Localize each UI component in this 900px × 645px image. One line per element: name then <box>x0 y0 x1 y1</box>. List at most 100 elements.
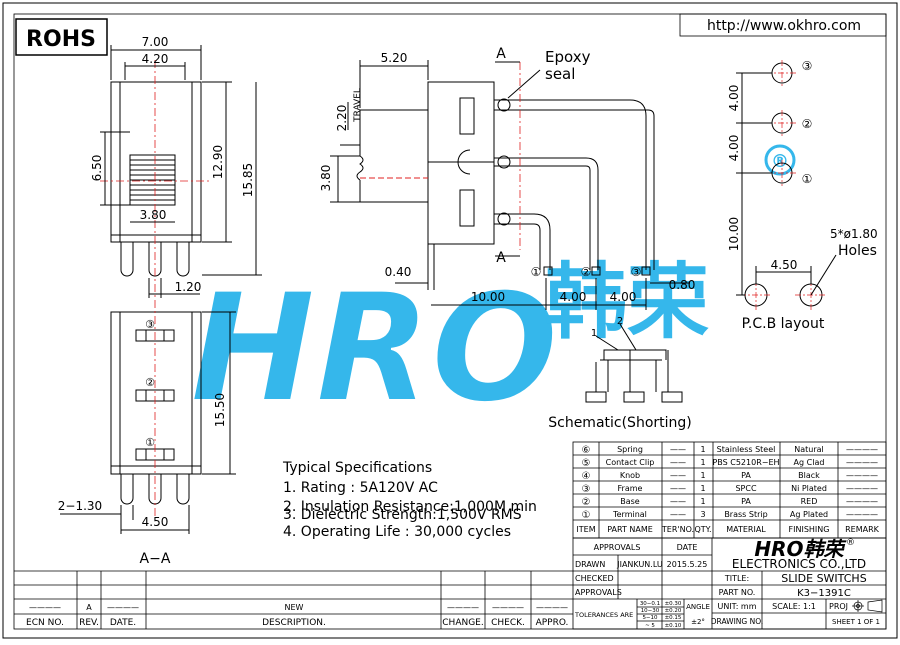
watermark-registered: ® <box>771 151 789 172</box>
pcb-hole2-label: ② <box>802 117 813 131</box>
bom-material: Brass Strip <box>724 510 767 519</box>
bom-qty: 1 <box>700 471 705 480</box>
bom-name: Knob <box>620 471 640 480</box>
tb-angle: ANGLE <box>686 603 710 611</box>
bom-qty: 1 <box>700 497 705 506</box>
bom-name: Base <box>620 497 640 506</box>
tb-approvals: APPROVALS <box>594 543 641 552</box>
side-dim-080: 0.80 <box>669 278 696 292</box>
watermark: HRO 韩荣 ® <box>189 144 796 437</box>
tb-approvals2: APPROVALS <box>575 588 622 597</box>
rev-header-rev: REV. <box>79 618 99 628</box>
side-dim-400a: 4.00 <box>560 290 587 304</box>
side-dim-520: 5.20 <box>381 51 408 65</box>
bom-remark: ———— <box>846 471 878 480</box>
side-actuator <box>359 109 428 203</box>
bom-remark: ———— <box>846 510 878 519</box>
registered-icon <box>764 144 796 176</box>
rev-row-dash5: ———— <box>536 603 568 612</box>
tb-date: DATE <box>677 543 698 552</box>
tb-tol-r2a: 10−30 <box>641 608 660 614</box>
side-pin2-label: ② <box>581 265 592 279</box>
website-box <box>679 13 887 37</box>
rev-row-desc: NEW <box>285 603 304 612</box>
tb-proj: PROJ <box>829 602 848 611</box>
bom-material: PA <box>741 471 751 480</box>
front-dim-420: 4.20 <box>142 52 169 66</box>
side-dim-380: 3.80 <box>319 165 333 192</box>
rohs-label: ROHS <box>26 27 96 52</box>
front-dim-1585: 15.85 <box>241 163 255 197</box>
bom-finish: RED <box>801 497 818 506</box>
tb-drawn: DRAWN <box>575 560 605 569</box>
side-travel-label: TRAVEL <box>353 88 363 123</box>
front-dim-380: 3.80 <box>140 208 167 222</box>
revision-block-grid <box>14 570 573 629</box>
tb-part-no: K3−1391C <box>797 588 851 599</box>
section-view <box>60 300 236 534</box>
bom-table <box>572 441 887 539</box>
bom-header-qty: QTY. <box>695 525 712 534</box>
website-url: http://www.okhro.com <box>707 18 861 34</box>
inner-frame <box>13 13 887 630</box>
bom-qty: 3 <box>700 510 705 519</box>
front-dim-650: 6.50 <box>90 155 104 182</box>
tb-drawn-date: 2015.5.25 <box>667 560 708 569</box>
bom-finish: Natural <box>794 445 824 454</box>
section-dim-1550: 15.50 <box>213 393 227 427</box>
bom-header-item: ITEM <box>576 525 595 534</box>
bom-ter: —— <box>670 484 686 493</box>
rev-header-date: DATE. <box>110 618 136 628</box>
section-label-3: ③ <box>145 318 155 331</box>
pcb-hole3-label: ③ <box>802 59 813 73</box>
rev-header-change: CHANGE. <box>442 618 483 628</box>
section-a-top: A <box>496 46 506 62</box>
tb-unit: UNIT: mm <box>717 602 756 611</box>
section-contact-3 <box>135 329 175 342</box>
bom-header-name: PART NAME <box>607 525 653 534</box>
tb-drawing-no: DRAWING NO. <box>711 617 763 626</box>
section-label-2: ② <box>145 376 155 389</box>
bom-remark: ———— <box>846 484 878 493</box>
bom-ter: —— <box>670 458 686 467</box>
bom-header-finish: FINISHING <box>789 525 830 534</box>
tb-part-label: PART NO. <box>719 588 756 597</box>
specs-title: Typical Specifications <box>282 460 432 476</box>
bom-rows: ⑥ Spring —— 1 Stainless Steel Natural ——… <box>576 445 879 534</box>
rohs-box <box>15 18 108 56</box>
bom-header-material: MATERIAL <box>726 525 766 534</box>
bom-item: ⑤ <box>582 458 591 469</box>
front-pin-3 <box>176 242 190 277</box>
bom-material: PA <box>741 497 751 506</box>
schematic-n1: 1 <box>591 328 597 339</box>
pcb-holes-line1: 5*ø1.80 <box>830 227 878 241</box>
section-dim-130: 2−1.30 <box>58 499 102 513</box>
bom-name: Frame <box>618 484 643 493</box>
bom-remark: ———— <box>846 497 878 506</box>
tb-checked: CHECKED <box>575 574 614 583</box>
tb-company-logo: HRO韩荣 <box>754 537 847 561</box>
bom-item: ② <box>582 497 591 508</box>
schematic-terminal-1 <box>585 391 607 403</box>
specs-item-2: 2. Insulation Resistance:1,000M min <box>283 499 537 515</box>
section-label-1: ① <box>145 436 155 449</box>
side-slot-bottom <box>459 189 475 227</box>
schematic <box>585 323 683 403</box>
schematic-n2: 2 <box>617 316 623 327</box>
projection-icon <box>852 599 883 613</box>
epoxy-label-line2: seal <box>545 65 575 83</box>
front-view <box>100 45 262 300</box>
rev-row-dash2: ———— <box>107 603 139 612</box>
rev-row-rev: A <box>86 603 92 612</box>
bom-name: Spring <box>617 445 643 454</box>
bom-ter: —— <box>670 497 686 506</box>
rev-row-dash1: ———— <box>29 603 61 612</box>
tb-tol-r1a: 30−0.1 <box>640 601 660 607</box>
bom-remark: ———— <box>846 445 878 454</box>
bom-item: ① <box>582 510 591 521</box>
tb-tol-r3a: 5−10 <box>642 615 658 621</box>
section-body-outline <box>110 311 202 475</box>
pcb-caption: P.C.B layout <box>742 316 825 332</box>
